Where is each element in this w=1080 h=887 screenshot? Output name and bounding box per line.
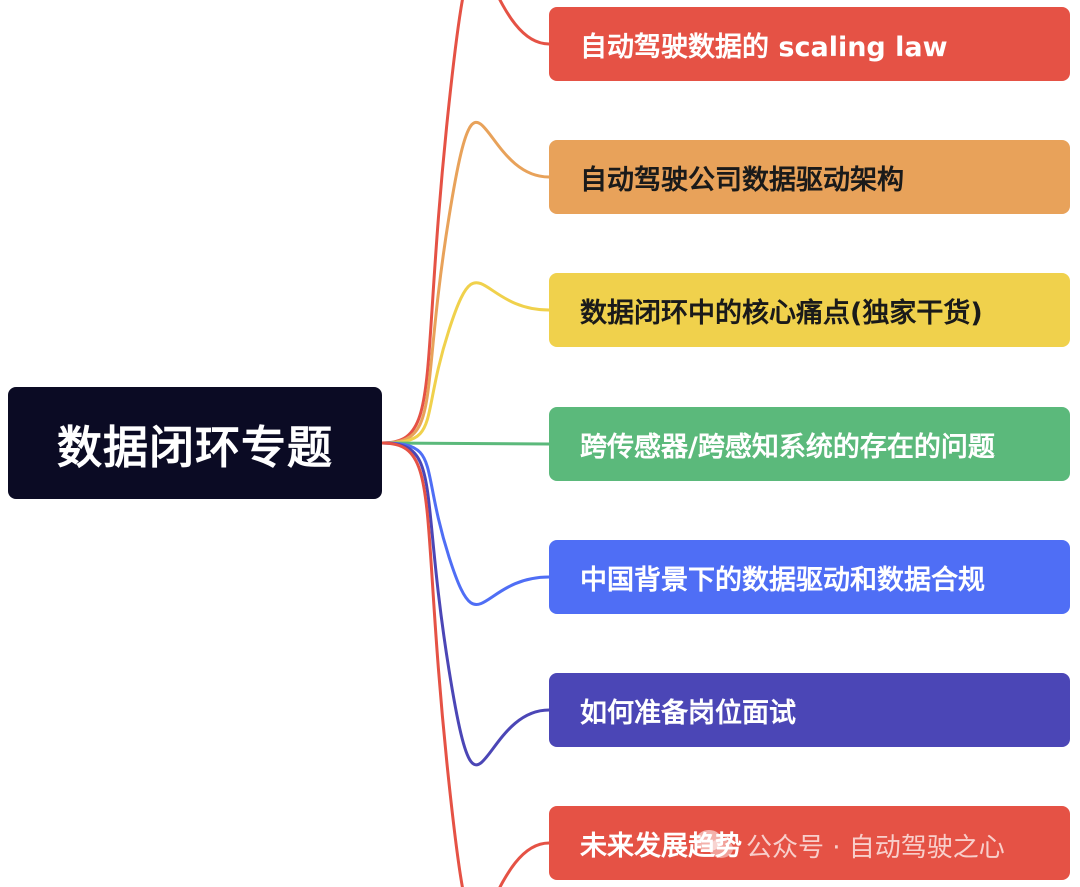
root-title: 数据闭环专题 [56,420,333,474]
branch-label: 中国背景下的数据驱动和数据合规 [580,564,985,596]
wechat-icon [696,830,734,860]
connector-7 [381,441,550,887]
connector-4 [381,441,550,446]
branch-node-scaling-law[interactable]: 自动驾驶数据的 scaling law [549,7,1070,81]
branch-node-data-driven-architecture[interactable]: 自动驾驶公司数据驱动架构 [549,140,1070,214]
watermark: 公众号 · 自动驾驶之心 [696,825,1005,865]
connector-2 [381,120,550,445]
branch-label: 跨传感器/跨感知系统的存在的问题 [580,431,995,463]
branch-node-cross-sensor-issues[interactable]: 跨传感器/跨感知系统的存在的问题 [549,407,1070,481]
root-node[interactable]: 数据闭环专题 [8,387,382,499]
branch-label: 自动驾驶公司数据驱动架构 [580,164,904,196]
connector-5 [381,441,550,606]
branch-node-core-pain-points[interactable]: 数据闭环中的核心痛点(独家干货) [549,273,1070,347]
connector-3 [381,281,550,445]
branch-node-interview-prep[interactable]: 如何准备岗位面试 [549,673,1070,747]
branch-label: 数据闭环中的核心痛点(独家干货) [580,297,983,329]
connector-6 [381,441,550,767]
watermark-text: 公众号 · 自动驾驶之心 [746,832,1005,863]
branch-node-data-compliance[interactable]: 中国背景下的数据驱动和数据合规 [549,540,1070,614]
connector-1 [381,0,550,445]
branch-label: 如何准备岗位面试 [580,697,796,729]
branch-label: 自动驾驶数据的 scaling law [580,31,948,63]
